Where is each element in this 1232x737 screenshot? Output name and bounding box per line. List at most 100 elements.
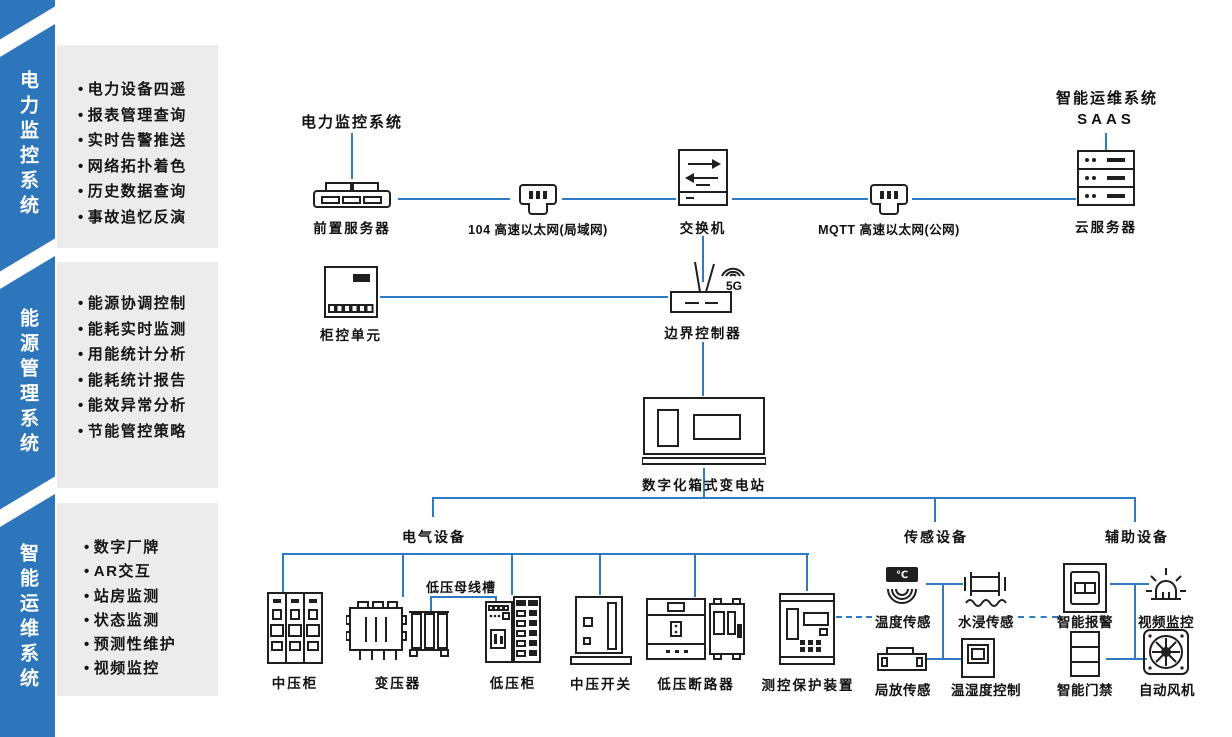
sensor-link (926, 658, 961, 660)
link-switch-to-wan (732, 198, 868, 200)
sidebar-title-smart-om: 智能运维系统 (0, 530, 55, 705)
edge-controller-label: 边界控制器 (664, 326, 742, 341)
link-substation-down (703, 468, 705, 497)
video-monitor-label: 视频监控 (1138, 615, 1194, 630)
wifi-icon (720, 260, 746, 280)
lv-breaker-icon (646, 598, 746, 662)
protection-device-icon (778, 592, 836, 666)
saas-system-label: 智能运维系统 (1055, 90, 1159, 107)
auto-fan-icon (1142, 628, 1190, 676)
busway-label: 低压母线槽 (425, 580, 497, 595)
feature-item: 报表管理查询 (78, 103, 218, 129)
bus-drop (511, 553, 513, 595)
dashed-link (836, 616, 872, 618)
water-sensor-label: 水浸传感 (958, 615, 1014, 630)
drop-sensing (934, 497, 936, 522)
lv-cabinet-icon (485, 596, 541, 664)
water-sensor-icon (961, 567, 1009, 609)
link-saas-to-cloud (1105, 133, 1107, 150)
link-server-to-lan (398, 198, 510, 200)
bus-drop (599, 553, 601, 595)
bus-drop (694, 553, 696, 597)
substation-label: 数字化箱式变电站 (642, 478, 766, 493)
sidebar-title-energy-management: 能源管理系统 (0, 290, 55, 475)
smart-alarm-label: 智能报警 (1057, 615, 1113, 630)
aux-link (1110, 583, 1149, 585)
feature-item: 实时告警推送 (78, 128, 218, 154)
feature-item: 历史数据查询 (78, 179, 218, 205)
drop-auxiliary (1134, 497, 1136, 522)
pd-sensor-icon (876, 644, 928, 672)
protection-device-label: 测控保护装置 (761, 678, 855, 693)
lv-cabinet-label: 低压柜 (489, 676, 537, 691)
link-cabinet-to-edge (380, 296, 668, 298)
feature-panel-power-monitoring: 电力设备四遥 报表管理查询 实时告警推送 网络拓扑着色 历史数据查询 事故追忆反… (57, 45, 218, 248)
cabinet-unit-label: 柜控单元 (320, 328, 382, 343)
pd-sensor-label: 局放传感 (875, 683, 931, 698)
mv-switch-icon (570, 596, 632, 666)
front-server-icon (312, 181, 392, 213)
feature-panel-energy-management: 能源协调控制 能耗实时监测 用能统计分析 能耗统计报告 能效异常分析 节能管控策… (57, 262, 218, 488)
sidebar-banner-strip (0, 0, 55, 737)
saas-label: SAAS (1077, 111, 1135, 128)
distribution-line (433, 497, 1136, 499)
cloud-server-icon (1077, 150, 1135, 206)
ethernet-port-icon (869, 184, 909, 215)
front-server-label: 前置服务器 (313, 221, 391, 236)
feature-item: 数字厂牌 (84, 536, 218, 560)
electrical-bus (283, 553, 809, 555)
access-control-icon (1065, 630, 1105, 678)
feature-item: 用能统计分析 (78, 342, 218, 368)
wifi-5g-label: 5G (725, 279, 743, 293)
feature-item: 事故追忆反演 (78, 205, 218, 231)
feature-item: 能效异常分析 (78, 393, 218, 419)
substation-icon (642, 396, 766, 468)
feature-item: AR交互 (84, 560, 218, 584)
bus-drop (402, 553, 404, 597)
feature-item: 能耗实时监测 (78, 317, 218, 343)
smart-alarm-icon (1062, 562, 1108, 614)
sidebar-title-power-monitoring: 电力监控系统 (0, 55, 55, 235)
video-monitor-icon (1143, 565, 1189, 609)
link-scada-to-server (351, 133, 353, 179)
cloud-server-label: 云服务器 (1075, 220, 1137, 235)
wan-link-label: MQTT 高速以太网(公网) (818, 223, 960, 237)
mv-cabinet-icon (267, 592, 323, 664)
edge-controller-icon (669, 260, 733, 316)
auxiliary-group-label: 辅助设备 (1105, 529, 1169, 545)
link-lan-to-switch (562, 198, 676, 200)
temperature-sensor-label: 温度传感 (875, 615, 931, 630)
busway-bracket (495, 596, 497, 603)
sidebar-title-text: 电力监控系统 (17, 70, 38, 220)
sensor-link (926, 583, 963, 585)
aux-link (1106, 658, 1147, 660)
busway-bracket (430, 596, 432, 614)
link-switch-to-edge (702, 236, 704, 282)
switch-icon (678, 149, 728, 207)
access-control-label: 智能门禁 (1057, 683, 1113, 698)
mv-switch-label: 中压开关 (570, 677, 632, 692)
feature-item: 能耗统计报告 (78, 368, 218, 394)
sensor-link (942, 583, 944, 660)
feature-panel-smart-om: 数字厂牌 AR交互 站房监测 状态监测 预测性维护 视频监控 (57, 503, 218, 696)
th-controller-label: 温湿度控制 (951, 683, 1021, 698)
aux-link (1134, 583, 1136, 660)
switch-label: 交换机 (679, 221, 727, 236)
sensing-group-label: 传感设备 (904, 529, 968, 545)
link-wan-to-cloud (912, 198, 1076, 200)
scada-system-label: 电力监控系统 (300, 114, 404, 131)
link-edge-to-substation (702, 342, 704, 396)
bus-drop (806, 553, 808, 591)
lv-breaker-label: 低压断路器 (657, 677, 735, 692)
transformer-label: 变压器 (374, 676, 422, 691)
cabinet-unit-icon (324, 266, 378, 318)
feature-item: 站房监测 (84, 585, 218, 609)
temp-unit-text: ℃ (896, 570, 908, 581)
feature-item: 预测性维护 (84, 633, 218, 657)
bus-drop (282, 553, 284, 593)
temperature-sensor-icon: ℃ (879, 565, 925, 609)
electrical-group-label: 电气设备 (402, 529, 466, 545)
feature-item: 电力设备四遥 (78, 77, 218, 103)
transformer-icon (346, 598, 450, 664)
